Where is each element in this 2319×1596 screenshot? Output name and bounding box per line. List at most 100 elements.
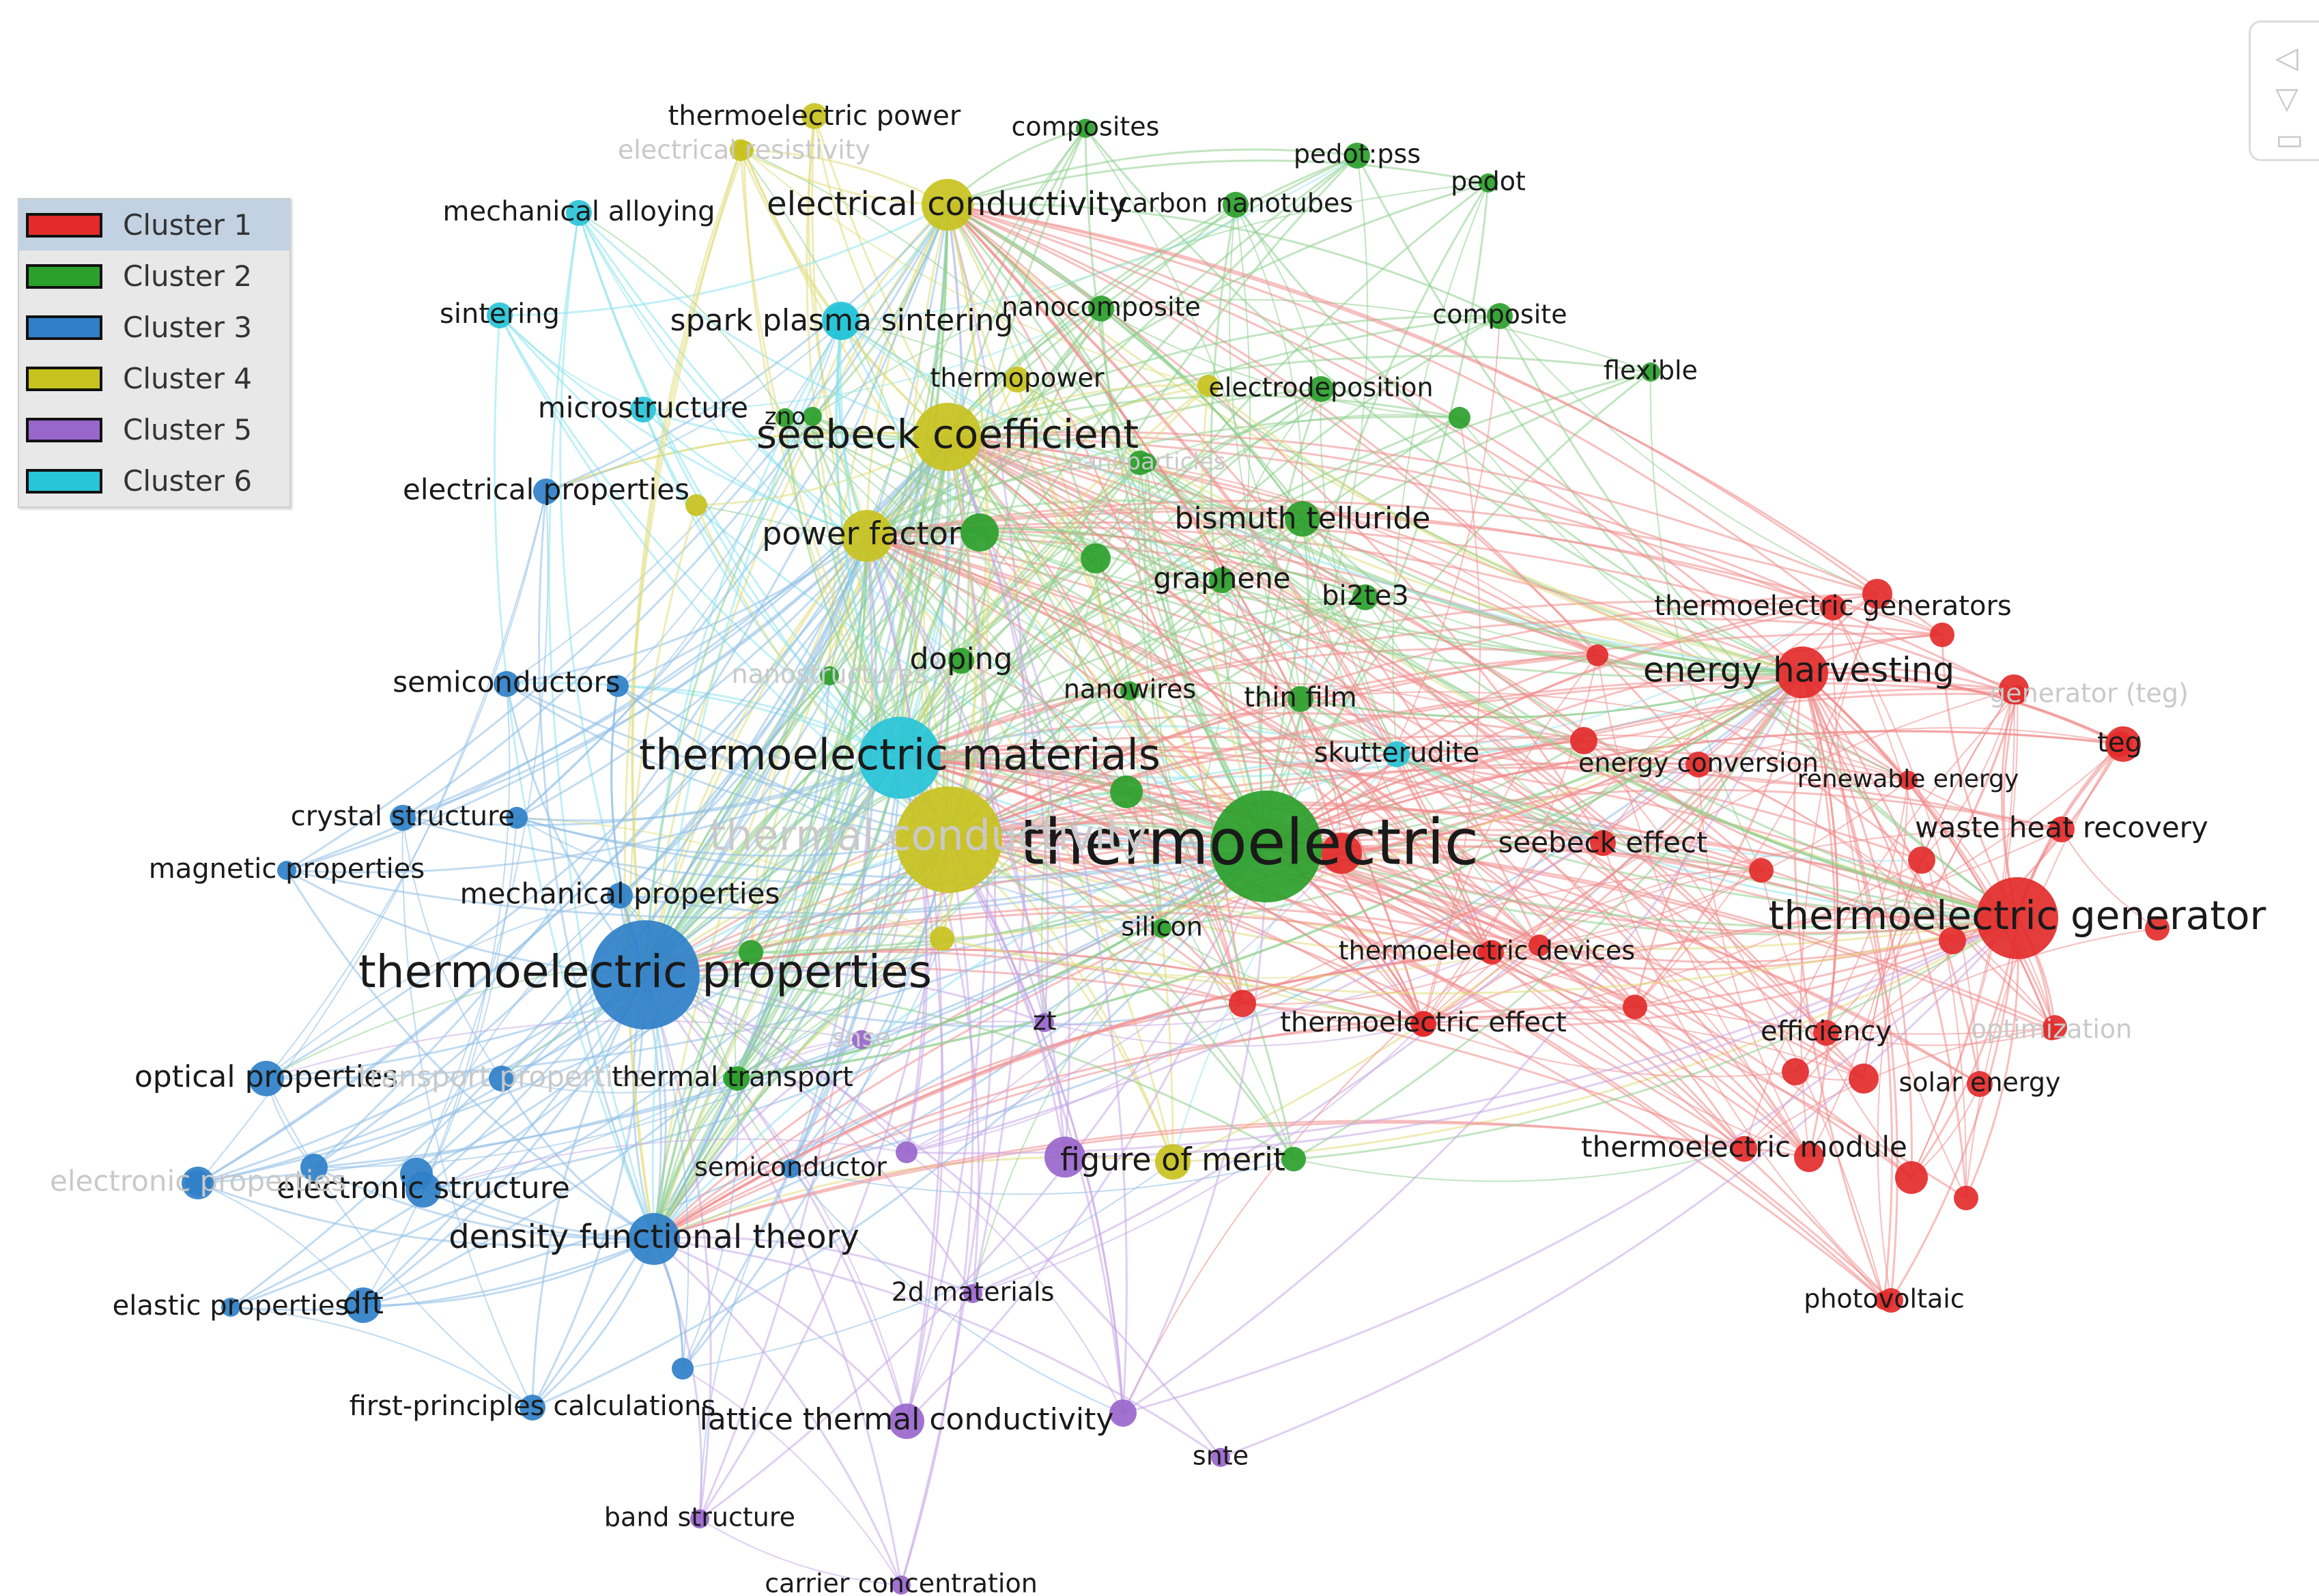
collapse-left-icon[interactable]: ◁ [2275, 40, 2299, 75]
keyword-node[interactable] [1223, 192, 1249, 218]
node-label-nanocomposite[interactable]: nanocomposite [1001, 292, 1201, 322]
keyword-node[interactable] [913, 403, 982, 471]
node-label-thermoelectric-devices[interactable]: thermoelectric devices [1339, 936, 1635, 966]
keyword-node[interactable] [739, 940, 763, 965]
legend-item-cluster-1[interactable]: Cluster 1 [19, 199, 289, 251]
node-label-snte[interactable]: snte [1193, 1441, 1249, 1471]
node-label-flexible[interactable]: flexible [1604, 356, 1698, 386]
keyword-node[interactable] [1321, 833, 1362, 874]
keyword-node[interactable] [1479, 173, 1498, 193]
keyword-node[interactable] [1587, 644, 1608, 666]
keyword-node[interactable] [1999, 674, 2029, 704]
keyword-node[interactable] [1287, 686, 1313, 712]
keyword-node[interactable] [963, 1284, 982, 1303]
keyword-node[interactable] [822, 302, 860, 340]
keyword-node[interactable] [961, 513, 999, 552]
keyword-node[interactable] [841, 510, 893, 562]
keyword-node[interactable] [182, 1167, 214, 1199]
keyword-node[interactable] [1088, 296, 1114, 322]
keyword-node[interactable] [1128, 451, 1152, 475]
keyword-node[interactable] [1570, 727, 1597, 754]
node-label-semiconductor[interactable]: semiconductor [694, 1152, 887, 1182]
node-label-thermoelectric-module[interactable]: thermoelectric module [1581, 1130, 1907, 1164]
keyword-node[interactable] [1209, 567, 1235, 593]
node-label-composite[interactable]: composite [1432, 300, 1567, 330]
collapse-down-icon[interactable]: ▽ [2275, 81, 2299, 116]
node-label-generator-teg[interactable]: generator (teg) [1989, 679, 2189, 709]
keyword-node[interactable] [1528, 935, 1550, 956]
node-label-photovoltaic[interactable]: photovoltaic [1804, 1284, 1965, 1314]
node-label-density-functional-theory[interactable]: density functional theory [449, 1218, 859, 1256]
keyword-node[interactable] [1152, 919, 1171, 938]
node-label-electrical-resistivity[interactable]: electrical resistivity [618, 135, 870, 165]
node-label-seebeck-coefficient[interactable]: seebeck coefficient [756, 411, 1139, 457]
node-label-thermal-transport[interactable]: thermal transport [612, 1061, 853, 1093]
keyword-node[interactable] [1120, 681, 1139, 700]
keyword-node[interactable] [1954, 1186, 1978, 1210]
keyword-node[interactable] [896, 786, 1002, 893]
keyword-node[interactable] [1895, 1161, 1928, 1194]
keyword-node[interactable] [1285, 501, 1320, 537]
keyword-node[interactable] [922, 179, 973, 231]
keyword-node[interactable] [1081, 543, 1111, 573]
node-label-crystal-structure[interactable]: crystal structure [291, 801, 515, 832]
keyword-node[interactable] [1035, 1013, 1054, 1032]
node-label-silicon[interactable]: silicon [1121, 912, 1203, 942]
keyword-node[interactable] [1590, 830, 1616, 856]
legend-item-cluster-6[interactable]: Cluster 6 [19, 455, 289, 507]
keyword-node[interactable] [277, 861, 296, 880]
keyword-node[interactable] [1210, 790, 1322, 902]
node-label-optical-properties[interactable]: optical properties [134, 1059, 398, 1094]
node-label-thermoelectric-materials[interactable]: thermoelectric materials [639, 730, 1161, 780]
keyword-node[interactable] [1908, 846, 1935, 874]
legend-item-cluster-2[interactable]: Cluster 2 [19, 251, 289, 302]
keyword-node[interactable] [1449, 407, 1470, 429]
node-label-solar-energy[interactable]: solar energy [1899, 1068, 2061, 1098]
node-label-dft[interactable]: dft [343, 1286, 384, 1321]
node-label-thermoelectric-generators[interactable]: thermoelectric generators [1654, 590, 2011, 622]
keyword-node[interactable] [506, 807, 528, 829]
node-label-nanowires[interactable]: nanowires [1064, 674, 1196, 704]
keyword-node[interactable] [690, 1509, 709, 1528]
keyword-node[interactable] [725, 1066, 750, 1091]
node-label-thermopower[interactable]: thermopower [930, 363, 1104, 393]
node-label-electrical-conductivity[interactable]: electrical conductivity [767, 185, 1128, 223]
node-label-electrodeposition[interactable]: electrodeposition [1208, 373, 1433, 403]
keyword-node[interactable] [494, 671, 520, 697]
keyword-node[interactable] [1967, 1071, 1993, 1097]
keyword-node[interactable] [896, 1141, 917, 1163]
keyword-node[interactable] [607, 883, 633, 909]
node-label-thermoelectric[interactable]: thermoelectric [1020, 806, 1479, 879]
keyword-node[interactable] [1109, 1399, 1137, 1427]
node-label-skutterudite[interactable]: skutterudite [1314, 737, 1480, 769]
keyword-node[interactable] [1939, 927, 1966, 954]
keyword-node[interactable] [1879, 1288, 1903, 1313]
keyword-node[interactable] [1782, 1058, 1809, 1085]
node-label-elastic-properties[interactable]: elastic properties [113, 1290, 350, 1322]
node-label-optimization[interactable]: optimization [1971, 1014, 2132, 1044]
node-label-lattice-thermal-conductivity[interactable]: lattice thermal conductivity [700, 1402, 1114, 1437]
node-label-doping[interactable]: doping [910, 642, 1013, 676]
node-label-energy-harvesting[interactable]: energy harvesting [1643, 651, 1954, 690]
keyword-node[interactable] [930, 926, 954, 951]
legend-item-cluster-3[interactable]: Cluster 3 [19, 302, 289, 353]
keyword-node[interactable] [520, 1395, 545, 1421]
node-label-semiconductors[interactable]: semiconductors [393, 666, 620, 699]
keyword-node[interactable] [803, 407, 822, 426]
keyword-node[interactable] [1898, 771, 1918, 790]
keyword-node[interactable] [685, 494, 707, 516]
node-label-band-structure[interactable]: band structure [604, 1502, 795, 1533]
keyword-node[interactable] [1344, 143, 1370, 169]
node-label-pedot[interactable]: pedot [1451, 167, 1526, 197]
keyword-node[interactable] [489, 1066, 515, 1092]
keyword-node[interactable] [221, 1298, 240, 1317]
node-label-transport-properties[interactable]: transport properties [358, 1060, 646, 1094]
node-label-bi2te3[interactable]: bi2te3 [1322, 580, 1409, 612]
keyword-node[interactable] [2049, 816, 2075, 842]
keyword-node[interactable] [1384, 741, 1410, 767]
keyword-node[interactable] [487, 302, 513, 328]
node-label-thermoelectric-properties[interactable]: thermoelectric properties [358, 945, 932, 998]
keyword-node[interactable] [1155, 1144, 1191, 1180]
keyword-node[interactable] [628, 1213, 680, 1265]
node-label-pedot-pss[interactable]: pedot:pss [1294, 139, 1421, 169]
